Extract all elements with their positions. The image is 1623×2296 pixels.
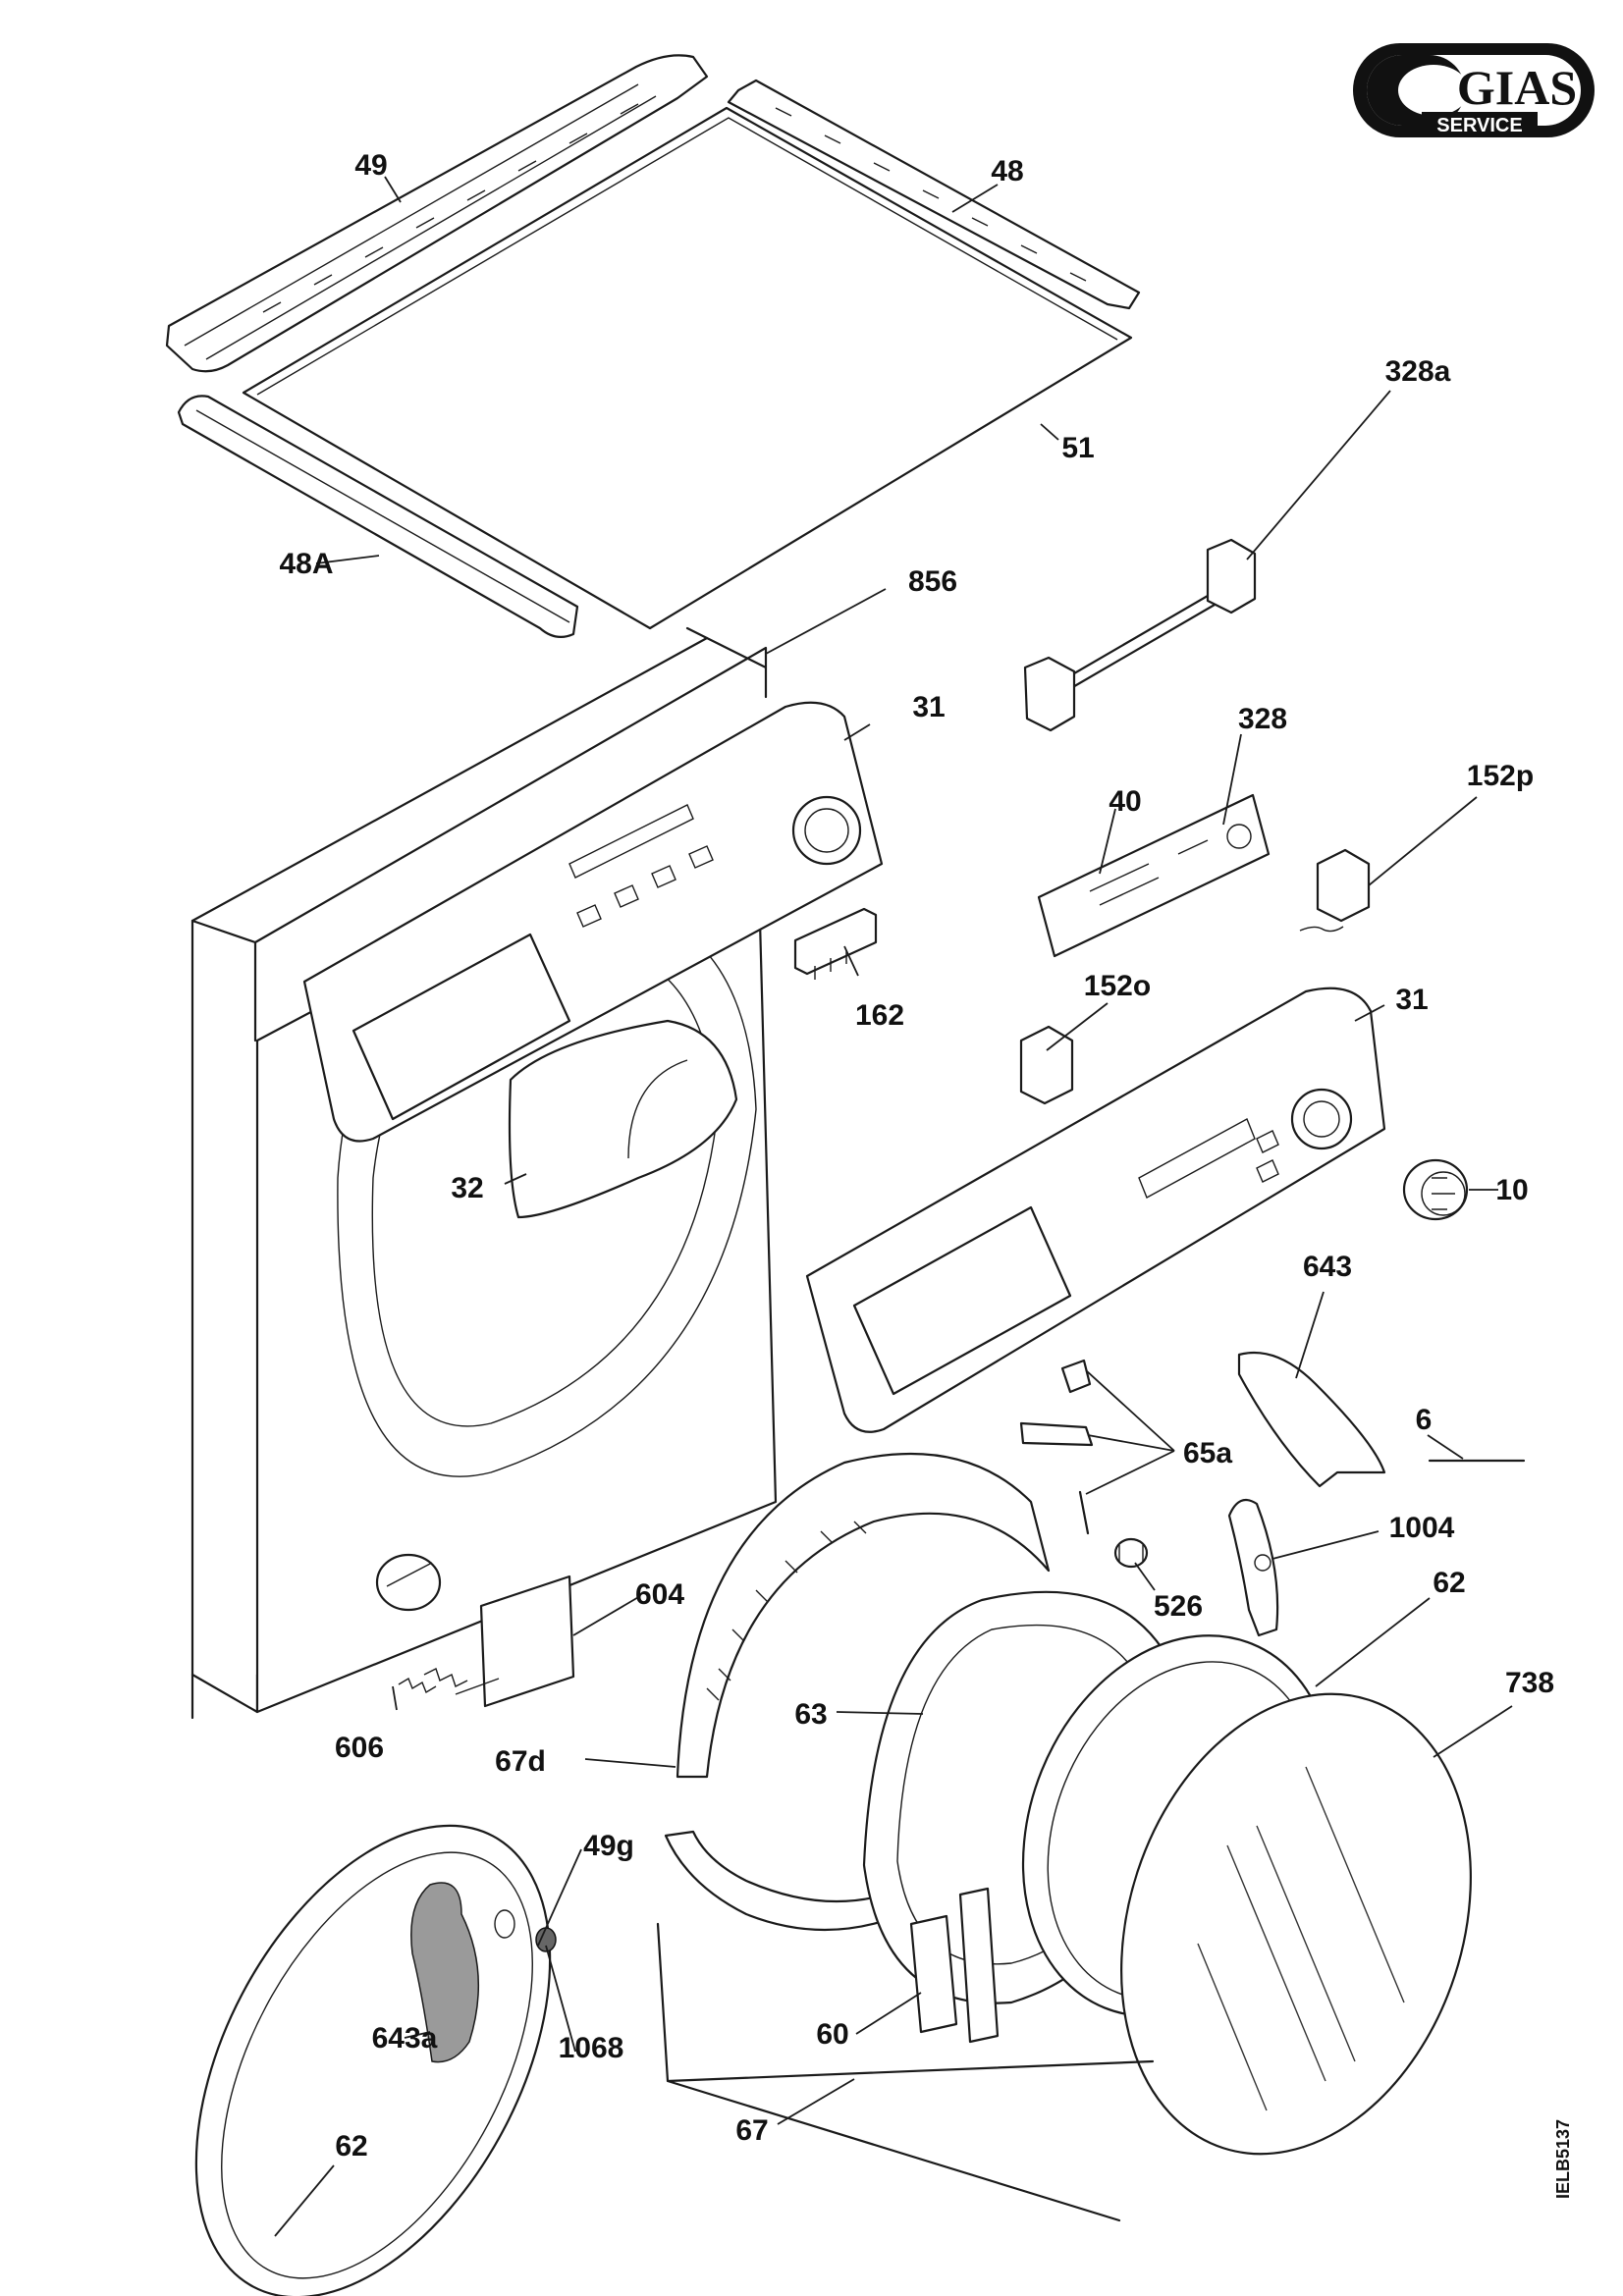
- right-fascia-group: [805, 987, 1469, 1433]
- callout-62-bottom: 62: [335, 2130, 367, 2163]
- callout-40: 40: [1109, 785, 1141, 818]
- callout-31-mid: 31: [1395, 984, 1428, 1016]
- callout-606: 606: [335, 1732, 384, 1764]
- gias-service-logo: GIAS SERVICE: [1353, 43, 1595, 137]
- callout-328: 328: [1238, 703, 1287, 735]
- door-hinge-parts-group: [1019, 1351, 1526, 1637]
- callout-63: 63: [794, 1698, 827, 1731]
- cabinet-front-group: [190, 626, 884, 1720]
- control-parts-group: [793, 538, 1371, 1105]
- callout-604: 604: [635, 1578, 684, 1611]
- callout-67d: 67d: [495, 1745, 546, 1778]
- callout-162: 162: [855, 999, 904, 1032]
- lower-door-group: [194, 1824, 557, 2296]
- callout-labels: 49 48 51 48A 856 328a 31 328 40 152p 162…: [279, 149, 1554, 2163]
- top-panel-group: [165, 54, 1141, 639]
- callout-1068: 1068: [559, 2032, 624, 2064]
- callout-48A: 48A: [279, 548, 333, 580]
- callout-67: 67: [735, 2114, 768, 2147]
- callout-48: 48: [991, 155, 1023, 187]
- callout-328a: 328a: [1385, 355, 1451, 388]
- callout-49: 49: [354, 149, 387, 182]
- callout-31-top: 31: [912, 691, 945, 723]
- callout-152p: 152p: [1467, 760, 1534, 792]
- callout-643a: 643a: [372, 2022, 438, 2055]
- door-assembly-group: [656, 1453, 1472, 2222]
- logo-sub: SERVICE: [1436, 115, 1522, 136]
- callout-60: 60: [816, 2018, 848, 2051]
- leader-lines: [274, 176, 1513, 2237]
- callout-6: 6: [1416, 1404, 1433, 1436]
- callout-51: 51: [1061, 432, 1094, 464]
- callout-526: 526: [1154, 1590, 1203, 1623]
- service-flap-group: [398, 1575, 575, 1708]
- callout-738: 738: [1505, 1667, 1554, 1699]
- callout-62-top: 62: [1433, 1567, 1465, 1599]
- callout-152o: 152o: [1084, 970, 1151, 1002]
- callout-32: 32: [451, 1172, 483, 1204]
- callout-65a: 65a: [1183, 1437, 1232, 1469]
- drawing-code: IELB5137: [1553, 2119, 1573, 2199]
- callout-10: 10: [1495, 1174, 1528, 1206]
- callout-856: 856: [908, 565, 957, 598]
- callout-643: 643: [1303, 1251, 1352, 1283]
- callout-49g: 49g: [583, 1830, 634, 1862]
- callout-1004: 1004: [1389, 1512, 1455, 1544]
- logo-brand: GIAS: [1457, 60, 1577, 115]
